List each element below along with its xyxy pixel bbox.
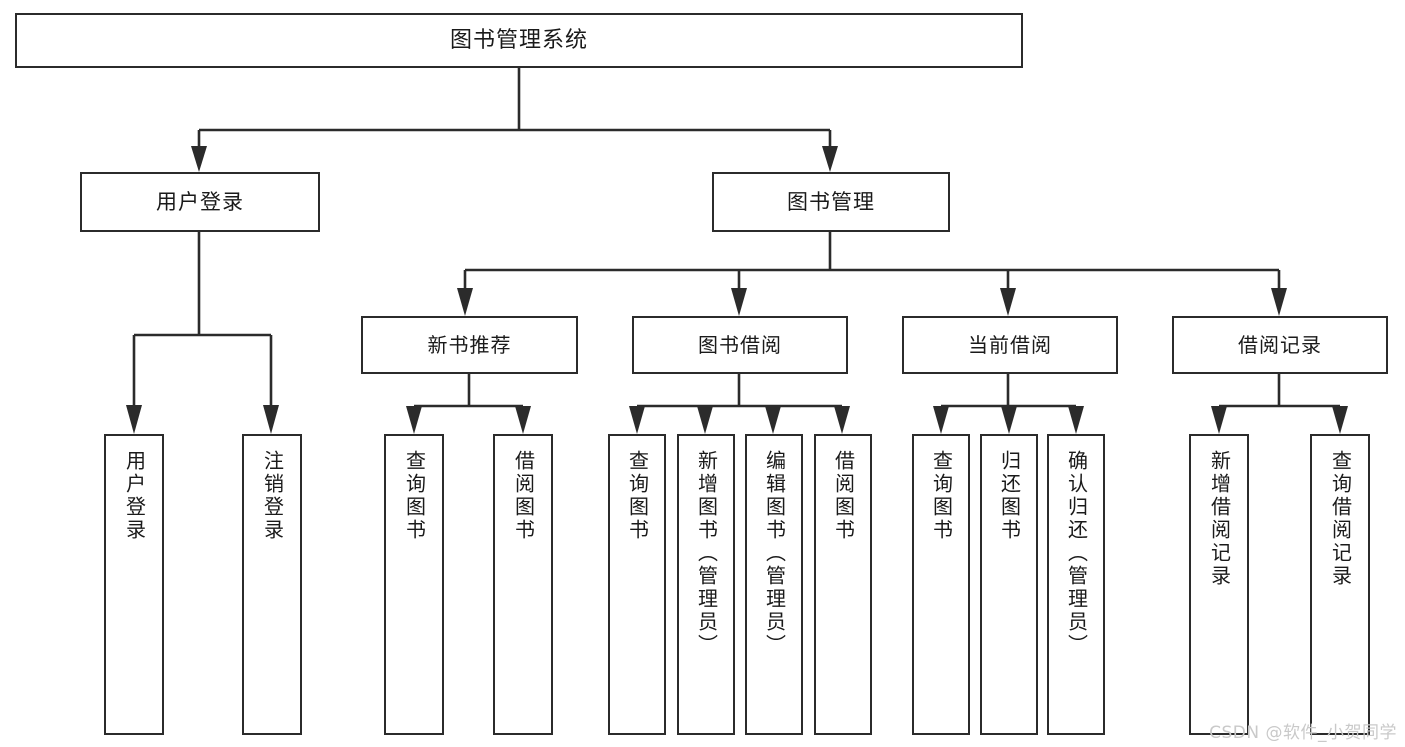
leaf-current-confirm-return-admin-label: 确认归还（管理员） [1064,450,1089,657]
leaf-current-query-book-label: 查询图书 [929,450,954,542]
leaf-borrow-edit-book-admin-label: 编辑图书（管理员） [762,450,787,657]
node-book-manage[interactable]: 图书管理 [712,172,950,232]
node-borrow-record[interactable]: 借阅记录 [1172,316,1388,374]
node-book-borrow[interactable]: 图书借阅 [632,316,848,374]
arrowhead-cur-3 [1068,406,1084,434]
arrowhead-login-1 [126,405,142,434]
node-book-borrow-label: 图书借阅 [698,332,782,357]
leaf-borrow-add-book-admin-label: 新增图书（管理员） [694,450,719,657]
node-user-login-label: 用户登录 [156,189,244,214]
leaf-recommend-borrow-book-label: 借阅图书 [511,450,536,542]
arrowhead-bor-1 [629,406,645,434]
leaf-borrow-edit-book-admin[interactable]: 编辑图书（管理员） [745,434,803,735]
leaf-borrow-query-book[interactable]: 查询图书 [608,434,666,735]
watermark: CSDN @软件_小贺同学 [1209,723,1397,743]
arrowhead-l3-3 [1000,288,1016,316]
node-current-borrow-label: 当前借阅 [968,332,1052,357]
node-book-manage-label: 图书管理 [787,189,875,214]
arrowhead-user-login [191,146,207,172]
node-new-book-recommend[interactable]: 新书推荐 [361,316,578,374]
leaf-current-query-book[interactable]: 查询图书 [912,434,970,735]
node-current-borrow[interactable]: 当前借阅 [902,316,1118,374]
arrowhead-l3-4 [1271,288,1287,316]
leaf-user-login[interactable]: 用户登录 [104,434,164,735]
arrowhead-rec2-1 [1211,406,1227,434]
leaf-record-query-record-label: 查询借阅记录 [1328,450,1353,588]
arrowhead-bor-4 [834,406,850,434]
leaf-record-add-record[interactable]: 新增借阅记录 [1189,434,1249,735]
leaf-borrow-query-book-label: 查询图书 [625,450,650,542]
node-root-system-label: 图书管理系统 [449,27,588,53]
arrowhead-bor-2 [697,406,713,434]
leaf-borrow-borrow-book-label: 借阅图书 [831,450,856,542]
leaf-record-add-record-label: 新增借阅记录 [1207,450,1232,588]
arrowhead-rec2-2 [1332,406,1348,434]
node-user-login[interactable]: 用户登录 [80,172,320,232]
node-borrow-record-label: 借阅记录 [1238,332,1322,357]
leaf-borrow-add-book-admin[interactable]: 新增图书（管理员） [677,434,735,735]
leaf-recommend-borrow-book[interactable]: 借阅图书 [493,434,553,735]
leaf-recommend-query-book-label: 查询图书 [402,450,427,542]
leaf-logout-login-label: 注销登录 [260,450,285,542]
leaf-logout-login[interactable]: 注销登录 [242,434,302,735]
leaf-borrow-borrow-book[interactable]: 借阅图书 [814,434,872,735]
arrowhead-l3-1 [457,288,473,316]
leaf-current-return-book[interactable]: 归还图书 [980,434,1038,735]
leaf-recommend-query-book[interactable]: 查询图书 [384,434,444,735]
leaf-user-login-label: 用户登录 [122,450,147,542]
arrowhead-cur-1 [933,406,949,434]
arrowhead-rec-1 [406,406,422,434]
node-root-system[interactable]: 图书管理系统 [15,13,1023,68]
arrowhead-book-manage [822,146,838,172]
leaf-record-query-record[interactable]: 查询借阅记录 [1310,434,1370,735]
arrowhead-rec-2 [515,406,531,434]
node-new-book-recommend-label: 新书推荐 [427,332,512,357]
arrowhead-l3-2 [731,288,747,316]
arrowhead-login-2 [263,405,279,434]
leaf-current-confirm-return-admin[interactable]: 确认归还（管理员） [1047,434,1105,735]
arrowhead-bor-3 [765,406,781,434]
leaf-current-return-book-label: 归还图书 [997,450,1022,542]
arrowhead-cur-2 [1001,406,1017,434]
